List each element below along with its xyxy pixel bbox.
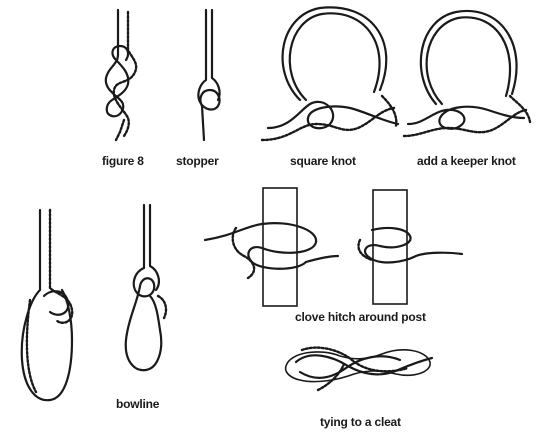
label-clove-hitch: clove hitch around post — [295, 310, 426, 324]
bowline-loop-drawing — [22, 210, 72, 400]
bowline-drawing — [126, 205, 166, 370]
square-knot-drawing — [262, 7, 398, 140]
label-keeper-knot: add a keeper knot — [417, 154, 516, 168]
stopper-knot-drawing — [198, 10, 219, 140]
label-stopper: stopper — [176, 154, 219, 168]
keeper-knot-drawing — [404, 11, 530, 136]
cleat-drawing — [286, 348, 432, 390]
clove-hitch-drawing-2 — [359, 190, 463, 304]
label-figure-8: figure 8 — [102, 154, 144, 168]
label-square-knot: square knot — [290, 154, 356, 168]
clove-hitch-drawing-1 — [205, 188, 338, 306]
label-cleat: tying to a cleat — [320, 415, 401, 429]
label-bowline: bowline — [116, 397, 159, 411]
figure-8-knot-drawing — [106, 10, 136, 140]
